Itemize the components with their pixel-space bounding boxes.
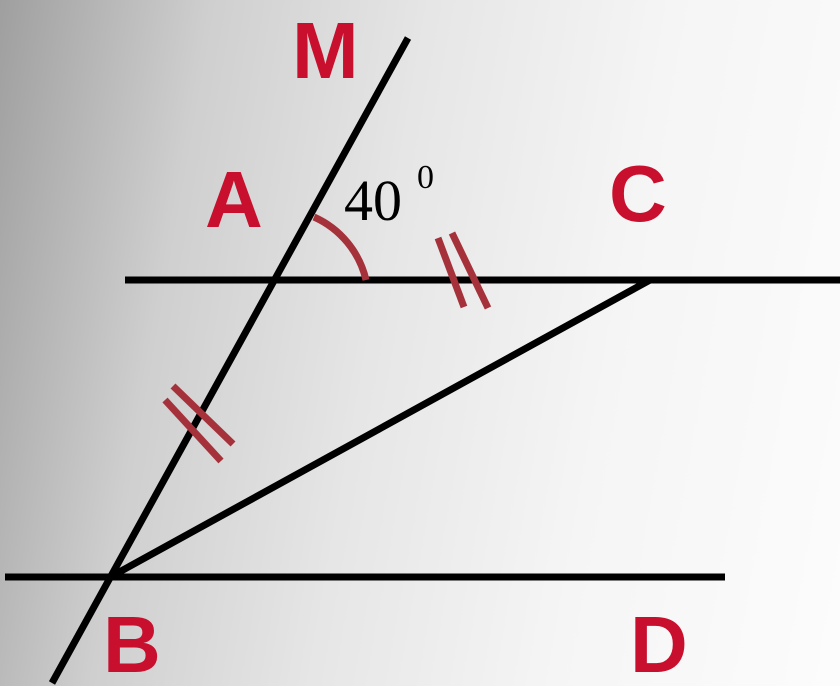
equal-mark-ab	[162, 383, 236, 464]
label-d: D	[630, 600, 688, 686]
segment-bc	[108, 276, 654, 580]
equal-mark-ac	[434, 231, 492, 310]
angle-degree-sup: 0	[417, 159, 434, 196]
label-b: B	[103, 600, 161, 686]
angle-arc	[312, 213, 370, 281]
label-a: A	[205, 155, 263, 244]
label-m: M	[292, 6, 359, 95]
angle-value: 40	[344, 168, 402, 233]
label-c: C	[609, 149, 667, 238]
line-mb	[48, 36, 412, 685]
